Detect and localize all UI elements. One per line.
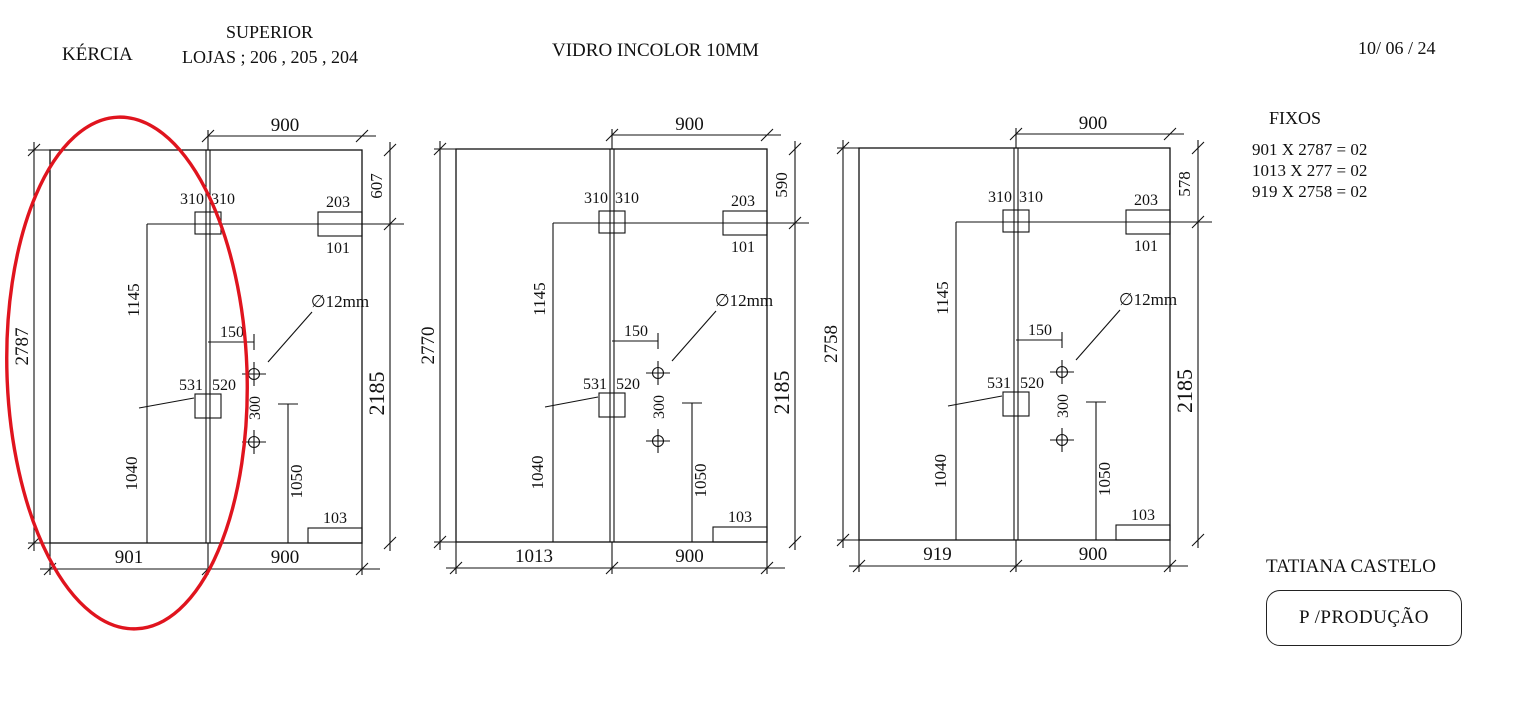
panel-height-label: 2758 xyxy=(821,325,842,363)
top-patch-lower-label: 101 xyxy=(1134,238,1158,255)
panel-height-label: 2770 xyxy=(418,327,439,365)
dimension-tick xyxy=(355,129,369,143)
hole-diameter-label: ∅12mm xyxy=(311,292,369,311)
lock-leader-line xyxy=(947,395,1003,407)
top-right-label: 590 xyxy=(772,172,791,198)
upper-vertical-label: 1145 xyxy=(933,281,952,314)
dimension-tick xyxy=(383,536,397,550)
top-right-label: 578 xyxy=(1175,171,1194,197)
handle-height-label: 1050 xyxy=(691,464,710,498)
upper-hinge-square xyxy=(598,210,626,234)
bottom-patch-fitting xyxy=(307,527,363,544)
top-patch-lower-label: 101 xyxy=(731,239,755,256)
bottom-patch-label: 103 xyxy=(728,509,752,526)
hole-spacing-label: 300 xyxy=(1055,394,1072,418)
bottom-patch-label: 103 xyxy=(323,510,347,527)
lock-right-label: 520 xyxy=(1020,375,1044,392)
hinge-upper-left-label: 310 xyxy=(180,191,204,208)
panel-height-label: 2787 xyxy=(12,328,33,366)
dimension-tick xyxy=(1191,141,1205,155)
top-width-label: 900 xyxy=(271,115,300,136)
handle-height-label: 1050 xyxy=(287,465,306,499)
hole-diameter-label: ∅12mm xyxy=(1119,290,1177,309)
hole-spacing-label: 300 xyxy=(247,396,264,420)
door-height-label: 2185 xyxy=(364,372,389,416)
fixed-panels-list: FIXOS 901 X 2787 = 02 1013 X 277 = 02 91… xyxy=(1252,108,1367,202)
hinge-upper-left-label: 310 xyxy=(584,190,608,207)
dimension-tick xyxy=(760,128,774,142)
fixed-width-label: 901 xyxy=(115,547,144,568)
top-right-label: 607 xyxy=(367,173,386,199)
glass-panel-outline xyxy=(455,148,768,543)
dimension-tick xyxy=(1191,533,1205,547)
door-width-label: 900 xyxy=(271,547,300,568)
handle-height-label: 1050 xyxy=(1095,462,1114,496)
store-numbers: LOJAS ; 206 , 205 , 204 xyxy=(182,47,359,67)
bottom-patch-label: 103 xyxy=(1131,507,1155,524)
dimension-tick xyxy=(788,142,802,156)
lock-right-label: 520 xyxy=(616,376,640,393)
fixed-width-label: 919 xyxy=(923,544,952,565)
top-width-label: 900 xyxy=(1079,113,1108,134)
door-height-label: 2185 xyxy=(769,371,794,415)
door-height-label: 2185 xyxy=(1172,369,1197,413)
dimension-tick xyxy=(788,535,802,549)
fixed-panel-item: 901 X 2787 = 02 xyxy=(1252,140,1368,159)
drawing-date: 10/ 06 / 24 xyxy=(1358,38,1436,58)
door-width-label: 900 xyxy=(1079,544,1108,565)
fixed-panels-title: FIXOS xyxy=(1269,108,1322,128)
lock-square xyxy=(598,392,626,418)
handle-offset-label: 150 xyxy=(1028,322,1052,339)
hole-diameter-label: ∅12mm xyxy=(715,291,773,310)
highlight-ellipse xyxy=(5,115,249,631)
floor-level: SUPERIOR xyxy=(226,22,314,42)
door-width-label: 900 xyxy=(675,546,704,567)
top-width-label: 900 xyxy=(675,114,704,135)
top-patch-lower-label: 101 xyxy=(326,240,350,257)
lower-vertical-label: 1040 xyxy=(931,454,950,488)
hole-spacing-label: 300 xyxy=(651,395,668,419)
lock-left-label: 531 xyxy=(583,376,607,393)
lower-vertical-label: 1040 xyxy=(122,457,141,491)
handle-offset-label: 150 xyxy=(220,324,244,341)
fixed-width-label: 1013 xyxy=(515,546,553,567)
diameter-leader-line xyxy=(267,311,313,363)
hinge-upper-right-label: 310 xyxy=(211,191,235,208)
fixed-panel-item: 919 X 2758 = 02 xyxy=(1252,182,1368,201)
glass-material: VIDRO INCOLOR 10MM xyxy=(552,40,759,61)
fixed-panel-item: 1013 X 277 = 02 xyxy=(1252,161,1368,180)
bottom-patch-fitting xyxy=(712,526,768,543)
upper-vertical-label: 1145 xyxy=(530,282,549,315)
lock-left-label: 531 xyxy=(987,375,1011,392)
diameter-leader-line xyxy=(1075,309,1121,361)
lock-square xyxy=(1002,391,1030,417)
lock-leader-line xyxy=(138,397,195,409)
hinge-upper-right-label: 310 xyxy=(1019,189,1043,206)
upper-vertical-label: 1145 xyxy=(124,283,143,316)
production-stamp: P /PRODUÇÃO xyxy=(1266,590,1462,646)
hinge-upper-left-label: 310 xyxy=(988,189,1012,206)
diameter-leader-line xyxy=(671,310,717,362)
top-patch-upper-label: 203 xyxy=(731,193,755,210)
client-name: KÉRCIA xyxy=(62,44,133,65)
upper-hinge-square xyxy=(1002,209,1030,233)
lock-leader-line xyxy=(544,396,599,408)
top-patch-upper-label: 203 xyxy=(1134,192,1158,209)
lock-left-label: 531 xyxy=(179,377,203,394)
dimension-tick xyxy=(383,143,397,157)
hinge-upper-right-label: 310 xyxy=(615,190,639,207)
handle-offset-label: 150 xyxy=(624,323,648,340)
signature-name: TATIANA CASTELO xyxy=(1266,556,1436,577)
lock-square xyxy=(194,393,222,419)
top-patch-upper-label: 203 xyxy=(326,194,350,211)
bottom-patch-fitting xyxy=(1115,524,1171,541)
dimension-tick xyxy=(1163,127,1177,141)
lower-vertical-label: 1040 xyxy=(528,456,547,490)
lock-right-label: 520 xyxy=(212,377,236,394)
